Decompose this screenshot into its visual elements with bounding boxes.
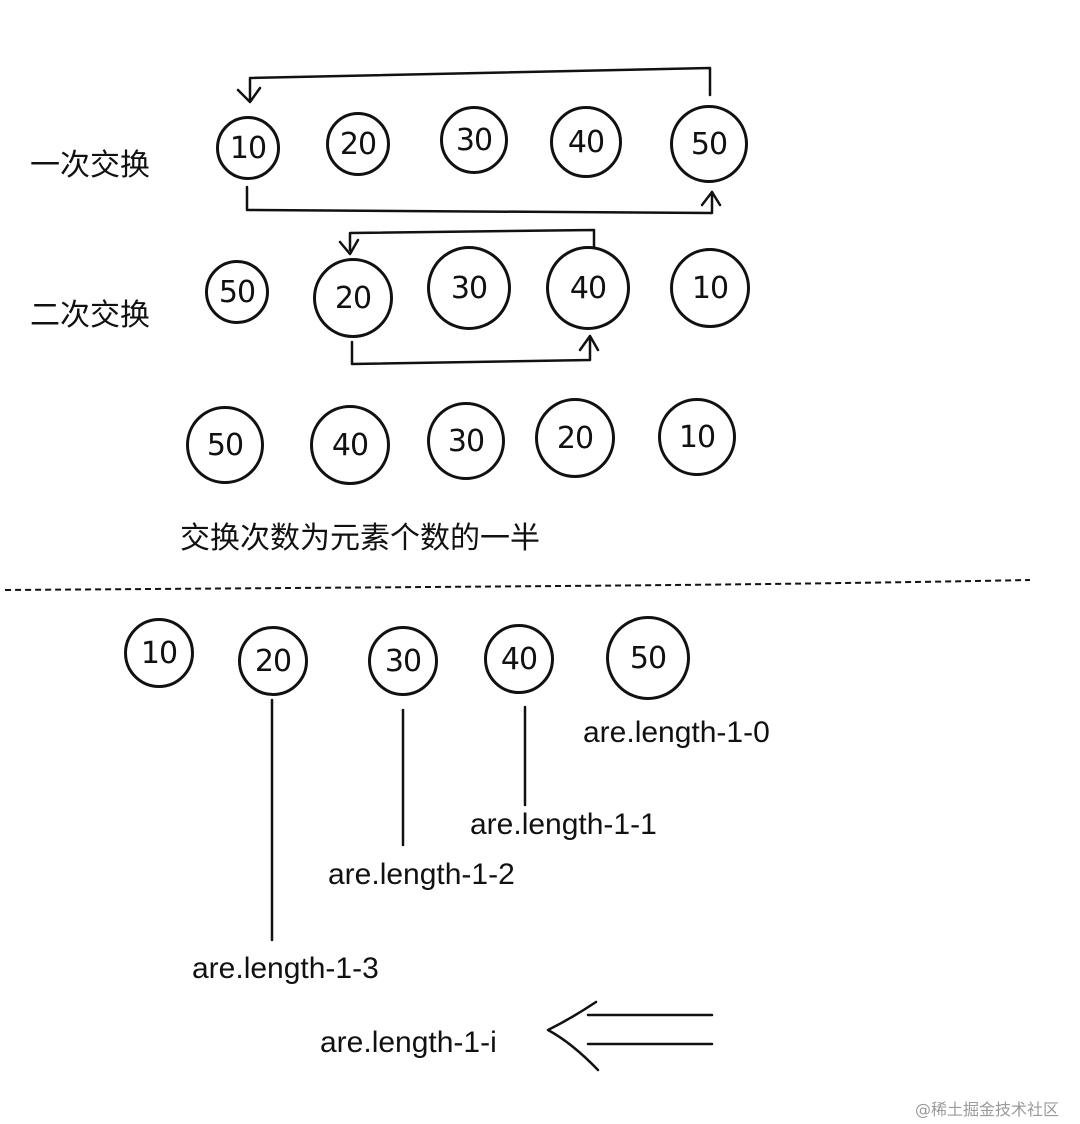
double-arrow-head <box>546 1000 600 1072</box>
swap1-top-line <box>248 66 712 102</box>
row3-circle-3: 30 <box>427 402 505 480</box>
swap1-bottom-line <box>245 185 714 215</box>
row2-circle-3: 30 <box>427 246 511 330</box>
row1-circle-3: 30 <box>440 106 508 174</box>
swap2-bottom-line <box>350 336 592 366</box>
bottom-circle-5: 50 <box>606 616 690 700</box>
bottom-circle-3: 30 <box>368 626 438 696</box>
swap2-bottom-arrowhead <box>578 334 600 352</box>
row1-circle-4: 40 <box>550 106 622 178</box>
row-label-swap1: 一次交换 <box>30 148 150 183</box>
row3-circle-5: 10 <box>658 398 736 476</box>
expr-length-1-0: are.length-1-0 <box>583 716 770 749</box>
expr-length-1-1: are.length-1-1 <box>470 808 657 841</box>
dashed-divider <box>4 579 1031 591</box>
row1-circle-5: 50 <box>670 105 748 183</box>
row2-circle-1: 50 <box>205 260 269 324</box>
row3-circle-4: 20 <box>535 398 615 478</box>
swap1-bottom-arrowhead <box>700 190 722 207</box>
row1-circle-1: 10 <box>216 116 280 180</box>
row-label-swap2: 二次交换 <box>30 298 150 333</box>
bottom-circle-1: 10 <box>124 618 194 688</box>
row2-circle-4: 40 <box>546 246 630 330</box>
swap2-top-line <box>348 228 596 252</box>
bottom-circle-2: 20 <box>238 626 308 696</box>
row3-circle-2: 40 <box>310 405 390 485</box>
row1-circle-2: 20 <box>326 112 390 176</box>
swap1-top-arrowhead <box>236 86 262 104</box>
row2-circle-5: 10 <box>670 248 750 328</box>
bottom-circle-4: 40 <box>484 624 554 694</box>
expr-length-1-2: are.length-1-2 <box>328 858 515 891</box>
swap2-top-arrowhead <box>338 238 360 256</box>
expr-length-1-i: are.length-1-i <box>320 1026 497 1059</box>
row2-circle-2: 20 <box>313 258 393 338</box>
caption-swap-count: 交换次数为元素个数的一半 <box>180 521 540 556</box>
expr-length-1-3: are.length-1-3 <box>192 952 379 985</box>
watermark: @稀土掘金技术社区 <box>915 1100 1060 1119</box>
row3-circle-1: 50 <box>186 406 264 484</box>
